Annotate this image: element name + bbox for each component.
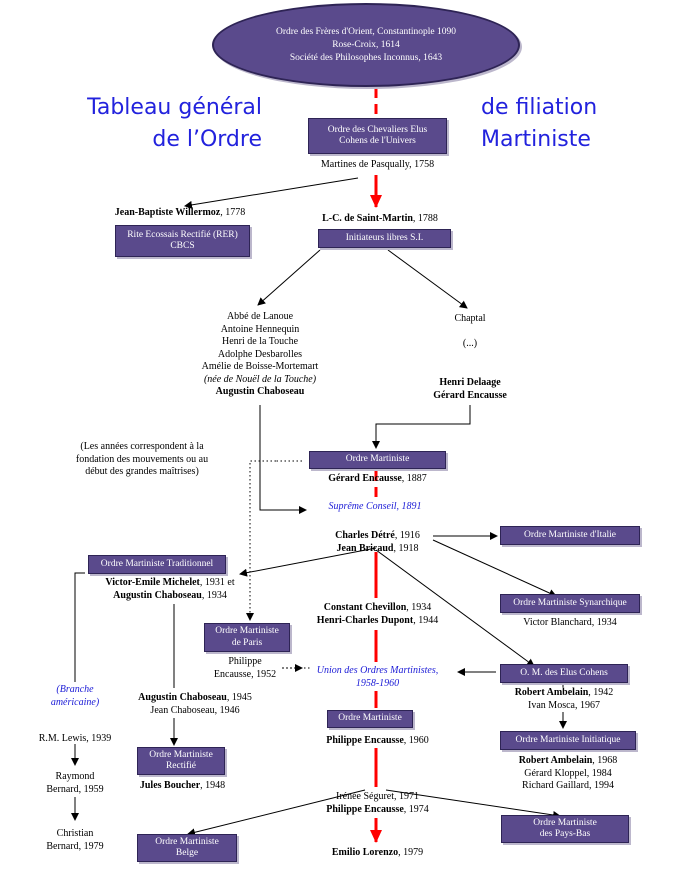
detre-bricaud-label: Charles Détré, 1916 Jean Bricaud, 1918 (335, 530, 420, 554)
willermoz-label: Jean-Baptiste Willermoz, 1778 (114, 207, 246, 218)
lewis-label: R.M. Lewis, 1939 (38, 733, 112, 744)
supreme-conseil-label: Suprême Conseil, 1891 (328, 501, 422, 512)
ellipsis-label: (...) (462, 338, 478, 349)
arrow-to-left-list (257, 249, 321, 306)
italie-box: Ordre Martiniste d'Italie (500, 526, 640, 545)
left-list: Abbé de Lanoue Antoine Hennequin Henri d… (201, 311, 319, 397)
rer-box: Rite Ecossais Rectifié (RER)CBCS (115, 225, 250, 257)
chaptal-label: Chaptal (454, 313, 486, 324)
initiatique-box: Ordre Martiniste Initiatique (500, 731, 636, 750)
boucher-label: Jules Boucher, 1948 (139, 780, 226, 791)
origin-ellipse: Ordre des Frères d'Orient, Constantinopl… (212, 3, 520, 87)
ambelain-1968-label: Robert Ambelain, 1968 Gérard Kloppel, 19… (518, 755, 618, 791)
encausse-1887-label: Gérard Encausse, 1887 (328, 473, 427, 484)
synarchique-box: Ordre Martiniste Synarchique (500, 594, 640, 613)
om-box-1887: Ordre Martiniste (309, 451, 446, 469)
arrow-to-synarchique (432, 539, 557, 597)
lorenzo-label: Emilio Lorenzo, 1979 (331, 847, 424, 858)
arrow-to-elus-cohens (375, 549, 535, 667)
arrow-to-traditionnel (239, 547, 377, 577)
ambelain-1942-label: Robert Ambelain, 1942 Ivan Mosca, 1967 (514, 687, 614, 711)
seguret-label: Irénée Séguret, 1971 Philippe Encausse, … (326, 791, 429, 815)
om-elus-cohens-box: O. M. des Elus Cohens (500, 664, 628, 683)
initiateurs-box: Initiateurs libres S.I. (318, 229, 451, 248)
chaboseau-1945-label: Augustin Chaboseau, 1945 Jean Chaboseau,… (138, 692, 252, 716)
om-1960-box: Ordre Martiniste (327, 710, 413, 728)
arrow-chaboseau-to-supreme (259, 405, 307, 514)
arrow-to-chaptal (387, 249, 468, 309)
dotted-arrow-to-paris (246, 460, 276, 621)
traditionnel-box: Ordre Martiniste Traditionnel (88, 555, 226, 574)
line-traditionnel-branch (74, 572, 85, 682)
arrow-to-pays-bas (385, 789, 561, 819)
saint-martin-label: L-C. de Saint-Martin, 1788 (322, 213, 438, 224)
chevillon-dupont-label: Constant Chevillon, 1934 Henri-Charles D… (316, 602, 439, 626)
arrow-to-willermoz (184, 177, 359, 209)
union-label: Union des Ordres Martinistes,1958-1960 (316, 665, 439, 689)
pasqually-label: Martines de Pasqually, 1758 (320, 159, 435, 170)
philippe-encausse-1960-label: Philippe Encausse, 1960 (326, 735, 429, 746)
michelet-label: Victor-Emile Michelet, 1931 et Augustin … (105, 577, 235, 601)
arrow-delaage-to-om (372, 405, 471, 449)
blanchard-label: Victor Blanchard, 1934 (523, 617, 617, 628)
arrow-to-belge (187, 789, 366, 837)
